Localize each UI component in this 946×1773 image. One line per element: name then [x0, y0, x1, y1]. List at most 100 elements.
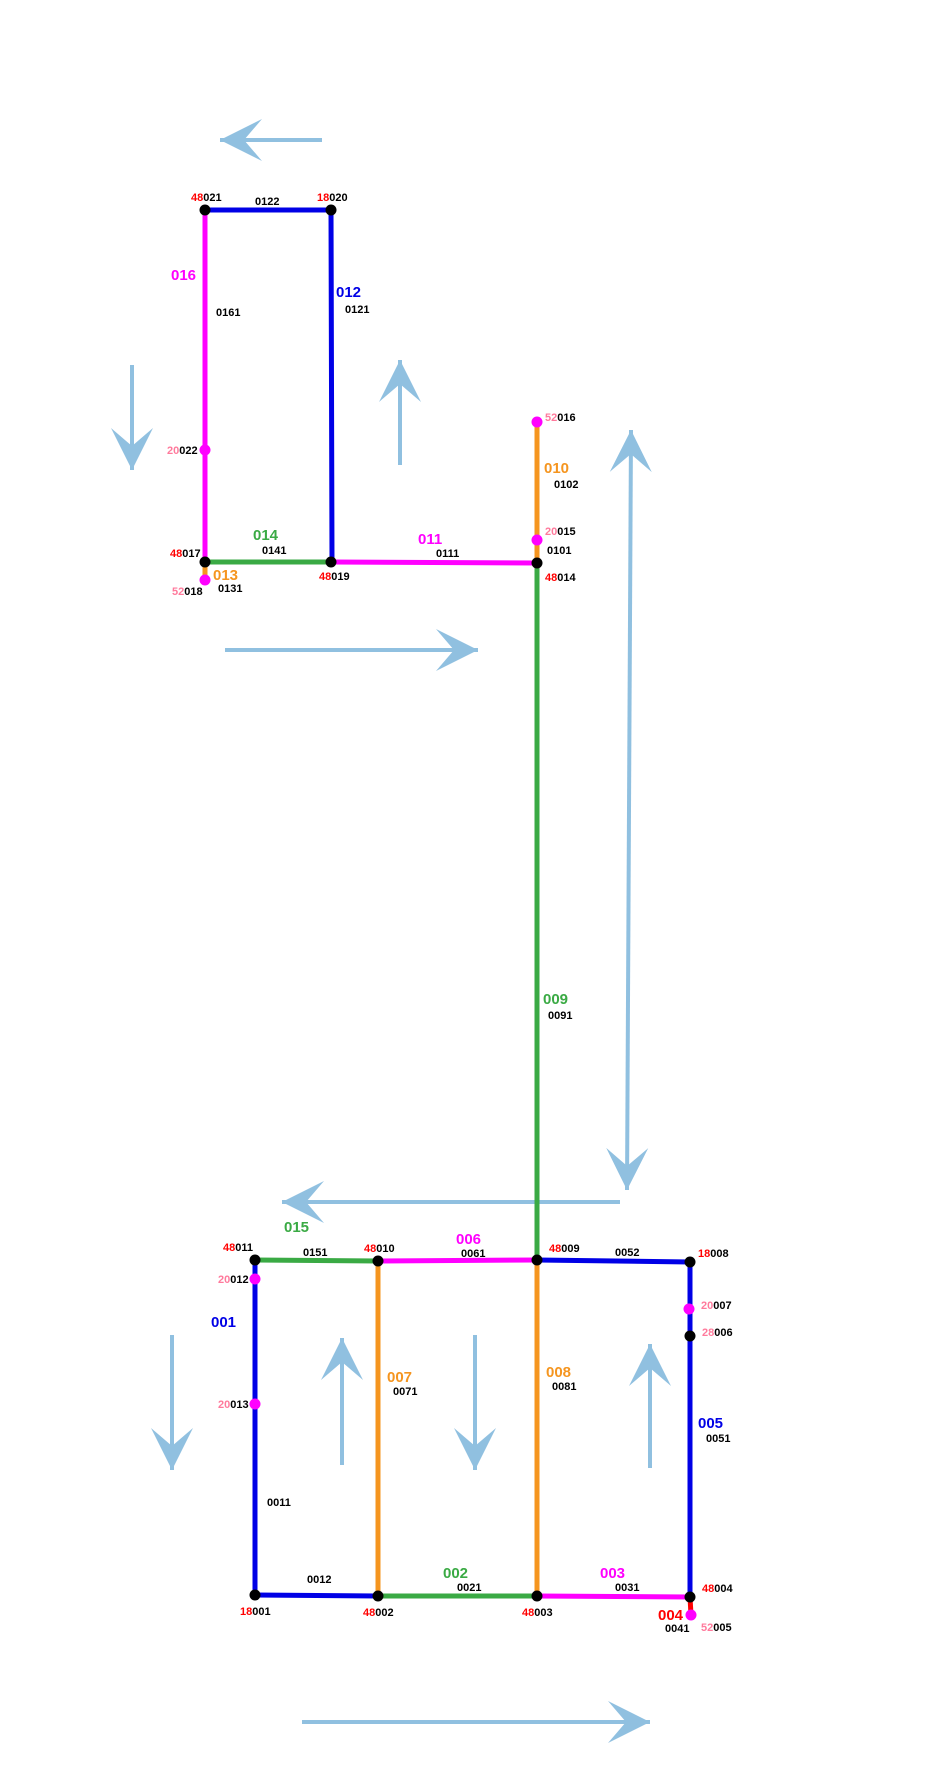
arrow-head — [629, 1344, 671, 1386]
segment-label-0122: 0122 — [255, 196, 279, 208]
line-label-002: 002 — [443, 1565, 468, 1582]
node-code: 006 — [714, 1327, 732, 1339]
node-label-020: 18020 — [317, 192, 348, 204]
arrow-up-005 — [629, 1344, 671, 1468]
node-code: 004 — [714, 1583, 733, 1595]
arrow-head — [321, 1338, 363, 1380]
node-code: 013 — [230, 1399, 248, 1411]
node-label-006: 28006 — [702, 1327, 733, 1339]
line-label-007: 007 — [387, 1369, 412, 1386]
node-label-021: 48021 — [191, 192, 222, 204]
node-dot-002 — [372, 1590, 384, 1602]
node-dot-014 — [531, 557, 543, 569]
node-dot-017 — [199, 556, 211, 568]
node-label-022: 20022 — [167, 445, 198, 457]
node-code: 015 — [557, 526, 575, 538]
flow-arrows — [111, 119, 671, 1743]
node-code: 005 — [713, 1622, 731, 1634]
node-code: 014 — [557, 572, 576, 584]
node-prefix: 20 — [218, 1399, 230, 1411]
arrow-head — [606, 1147, 649, 1190]
node-label-008: 18008 — [698, 1248, 729, 1260]
arrow-head — [608, 1701, 650, 1743]
segment-label-0141: 0141 — [262, 545, 286, 557]
node-prefix: 52 — [545, 412, 557, 424]
node-label-002: 48002 — [363, 1607, 394, 1619]
node-prefix: 48 — [363, 1607, 375, 1619]
node-dot-009 — [531, 1254, 543, 1266]
segment-label-0081: 0081 — [552, 1381, 576, 1393]
node-prefix: 28 — [702, 1327, 714, 1339]
segment-label-0052: 0052 — [615, 1247, 639, 1259]
node-dot-011 — [249, 1254, 261, 1266]
segment-label-0011: 0011 — [267, 1497, 291, 1509]
segment-label-0071: 0071 — [393, 1386, 417, 1398]
arrow-left-down — [111, 365, 153, 470]
node-prefix: 48 — [319, 571, 331, 583]
node-code: 009 — [561, 1243, 579, 1255]
node-prefix: 48 — [549, 1243, 561, 1255]
node-code: 007 — [713, 1300, 731, 1312]
node-dot-018 — [199, 574, 211, 586]
route-nodes — [199, 204, 697, 1621]
line-label-005: 005 — [698, 1415, 723, 1432]
node-code: 021 — [203, 192, 221, 204]
node-prefix: 18 — [240, 1606, 252, 1618]
segment-0052 — [534, 1257, 693, 1265]
arrow-head — [379, 360, 421, 402]
node-dot-021 — [199, 204, 211, 216]
line-label-008: 008 — [546, 1364, 571, 1381]
line-label-010: 010 — [544, 460, 569, 477]
line-label-015: 015 — [284, 1219, 309, 1236]
arrow-left-015 — [282, 1181, 620, 1223]
node-code: 016 — [557, 412, 575, 424]
arrow-up-012 — [379, 360, 421, 465]
node-dot-005 — [685, 1609, 697, 1621]
arrow-head — [111, 428, 153, 470]
segment-label-0091: 0091 — [548, 1010, 572, 1022]
node-dot-022 — [199, 444, 211, 456]
line-label-014: 014 — [253, 527, 279, 544]
node-code: 002 — [375, 1607, 393, 1619]
segment-0151 — [252, 1257, 381, 1264]
node-dot-012 — [249, 1273, 261, 1285]
node-prefix: 48 — [522, 1607, 534, 1619]
arrow-head — [454, 1428, 496, 1470]
node-prefix: 48 — [170, 548, 182, 560]
node-dot-001 — [249, 1589, 261, 1601]
arrow-vertical-009 — [606, 429, 652, 1191]
arrow-up-007 — [321, 1338, 363, 1465]
node-prefix: 48 — [545, 572, 557, 584]
node-dot-004 — [684, 1591, 696, 1603]
node-label-005: 52005 — [701, 1622, 732, 1634]
node-code: 011 — [235, 1242, 253, 1254]
node-label-015: 20015 — [545, 526, 576, 538]
node-label-012: 20012 — [218, 1274, 249, 1286]
node-dot-013 — [249, 1398, 261, 1410]
line-label-004: 004 — [658, 1607, 684, 1624]
node-dot-010 — [372, 1255, 384, 1267]
node-code: 022 — [179, 445, 197, 457]
node-prefix: 52 — [172, 586, 184, 598]
segment-label-0101: 0101 — [547, 545, 571, 557]
segment-label-0121: 0121 — [345, 304, 369, 316]
line-label-016: 016 — [171, 267, 196, 284]
line-label-003: 003 — [600, 1565, 625, 1582]
node-prefix: 48 — [364, 1243, 376, 1255]
node-dot-008 — [684, 1256, 696, 1268]
node-code: 008 — [710, 1248, 728, 1260]
node-prefix: 52 — [701, 1622, 713, 1634]
node-dot-003 — [531, 1590, 543, 1602]
segment-0061 — [375, 1257, 540, 1264]
node-code: 003 — [534, 1607, 552, 1619]
arrow-top-left — [220, 119, 322, 161]
route-segments — [202, 207, 694, 1618]
segment-0111 — [328, 559, 540, 566]
line-label-011: 011 — [418, 531, 442, 548]
node-dot-015 — [531, 534, 543, 546]
segment-label-0031: 0031 — [615, 1582, 639, 1594]
segment-0031 — [534, 1593, 693, 1600]
node-code: 020 — [329, 192, 347, 204]
arrow-right-011 — [225, 629, 478, 671]
